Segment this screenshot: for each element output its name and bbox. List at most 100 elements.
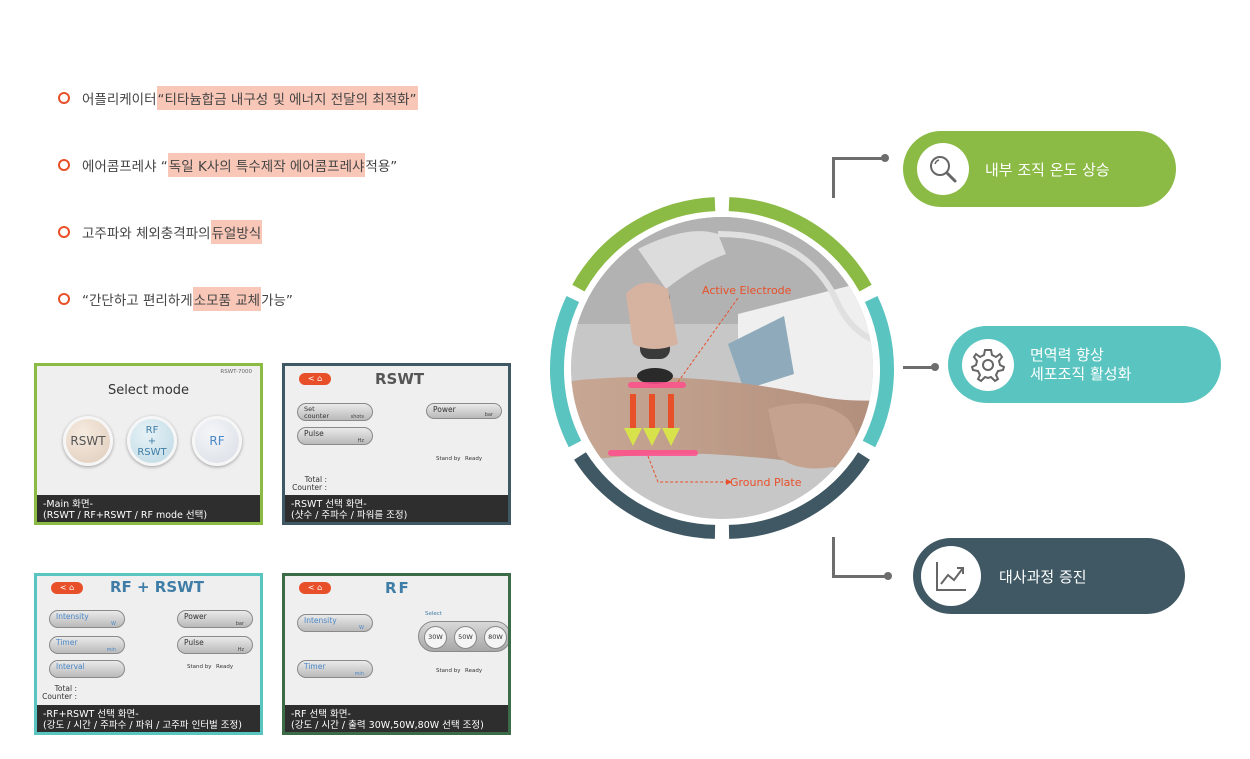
- rf-title: RF: [385, 579, 411, 597]
- feature-highlight: “티타늄합금 내구성 및 에너지 전달의 최적화”: [156, 86, 418, 110]
- feature-highlight: 독일 K사의 특수제작 에어콤프레샤: [167, 153, 366, 177]
- back-home-button[interactable]: < ⌂: [299, 582, 331, 594]
- ring-segment-green-left: [572, 197, 716, 292]
- intensity-unit: W: [359, 625, 364, 631]
- ready-label: Ready: [465, 668, 483, 674]
- total-counter: Total : Counter :: [291, 476, 327, 492]
- back-home-button[interactable]: < ⌂: [299, 373, 331, 385]
- benefit-text: 내부 조직 온도 상승: [985, 160, 1110, 179]
- caption-title: -Main 화면-: [43, 499, 94, 510]
- bullet-icon: [58, 293, 70, 305]
- interval-label: Interval: [56, 662, 85, 671]
- rf-mode-button[interactable]: RF: [192, 416, 242, 466]
- benefit-line-1: 면역력 향상: [1030, 345, 1104, 364]
- connector-dot: [931, 363, 939, 371]
- rswt-mode-button[interactable]: RSWT: [63, 416, 113, 466]
- ring-segment-navy-left: [574, 452, 716, 539]
- ring-segment-teal-right: [862, 296, 894, 448]
- power-control[interactable]: Power bar: [426, 403, 502, 419]
- pulse-label: Pulse: [304, 429, 324, 438]
- caption-desc: (강도 / 시간 / 출력 30W,50W,80W 선택 조정): [291, 720, 484, 731]
- ring-segment-teal-left: [550, 296, 582, 448]
- rf-mode-label: RF: [209, 433, 225, 448]
- select-label: Select: [425, 611, 442, 617]
- watt-selector: 30W 50W 80W: [418, 621, 508, 652]
- connector-middle: [903, 366, 933, 369]
- counter-label: Counter :: [42, 692, 77, 701]
- treatment-illustration: Active Electrode Ground Plate: [550, 197, 894, 539]
- rf-rswt-mode-button[interactable]: RF + RSWT: [127, 416, 177, 466]
- bullet-icon: [58, 92, 70, 104]
- rswt-caption: -RSWT 선택 화면- (샷수 / 주파수 / 파워를 조정): [285, 495, 508, 522]
- intensity-label: Intensity: [304, 616, 337, 625]
- total-label: Total :: [304, 475, 327, 484]
- benefit-text: 대사과정 증진: [999, 567, 1087, 586]
- rf-rswt-title: RF + RSWT: [110, 578, 204, 596]
- benefit-temperature: 내부 조직 온도 상승: [903, 131, 1176, 207]
- main-caption: -Main 화면- (RSWT / RF+RSWT / RF mode 선택): [37, 495, 260, 522]
- standby-label: Stand by: [436, 668, 461, 674]
- connector-dot: [884, 572, 892, 580]
- set-counter-label: Set counter: [304, 405, 330, 420]
- timer-unit: min: [354, 671, 364, 677]
- intensity-unit: W: [111, 621, 116, 627]
- select-mode-title: Select mode: [107, 383, 190, 398]
- ready-label: Ready: [465, 456, 483, 462]
- back-home-button[interactable]: < ⌂: [51, 582, 83, 594]
- rswt-title: RSWT: [375, 370, 425, 388]
- feature-item-4: “간단하고 편리하게 소모품 교체 가능”: [58, 287, 293, 311]
- benefit-immunity: 면역력 향상 세포조직 활성화: [948, 326, 1221, 403]
- feature-text: 에어콤프레샤 “: [82, 159, 168, 175]
- set-counter-unit: shots: [350, 413, 364, 420]
- rswt-mode-label: RSWT: [70, 433, 106, 448]
- feature-item-2: 에어콤프레샤 “독일 K사의 특수제작 에어콤프레샤 적용”: [58, 153, 397, 177]
- total-label: Total :: [54, 684, 77, 693]
- power-control[interactable]: Power bar: [177, 610, 253, 628]
- rf-rswt-mode-label: RF + RSWT: [137, 424, 167, 458]
- caption-title: -RF 선택 화면-: [291, 709, 351, 720]
- watt-80-button[interactable]: 80W: [484, 626, 507, 649]
- connector-bottom: [832, 537, 889, 578]
- benefit-line-2: 세포조직 활성화: [1030, 364, 1132, 383]
- ring-segment-green-right: [728, 197, 872, 292]
- watt-30-button[interactable]: 30W: [424, 626, 447, 649]
- chart-icon: [921, 546, 981, 606]
- gear-icon: [962, 338, 1014, 391]
- power-label: Power: [184, 612, 207, 621]
- ring-segment-navy-right: [728, 452, 870, 539]
- timer-label: Timer: [304, 662, 326, 671]
- power-label: Power: [433, 405, 456, 414]
- ground-plate-label: Ground Plate: [730, 476, 802, 489]
- caption-desc: (RSWT / RF+RSWT / RF mode 선택): [43, 510, 208, 521]
- feature-text: 고주파와 체외충격파의: [82, 226, 211, 242]
- feature-text-end: 가능”: [261, 293, 293, 309]
- counter-label: Counter :: [292, 483, 327, 492]
- intensity-label: Intensity: [56, 612, 89, 621]
- interval-control[interactable]: Interval: [49, 660, 125, 678]
- feature-highlight: 듀얼방식: [210, 220, 263, 244]
- timer-control[interactable]: Timer min: [297, 660, 373, 678]
- search-icon: [917, 143, 969, 195]
- connector-dot: [881, 154, 889, 162]
- connector-top: [832, 157, 887, 198]
- set-counter-control[interactable]: Set counter shots: [297, 403, 373, 421]
- standby-label: Stand by: [187, 664, 212, 670]
- watt-50-button[interactable]: 50W: [454, 626, 477, 649]
- feature-text: 어플리케이터: [82, 92, 157, 108]
- feature-text: “간단하고 편리하게: [82, 293, 193, 309]
- standby-label: Stand by: [436, 456, 461, 462]
- timer-label: Timer: [56, 638, 78, 647]
- model-label: RSWT-7000: [220, 369, 252, 375]
- feature-item-1: 어플리케이터 “티타늄합금 내구성 및 에너지 전달의 최적화”: [58, 86, 418, 110]
- power-unit: bar: [235, 621, 244, 627]
- power-unit: bar: [484, 412, 493, 418]
- benefit-text: 면역력 향상 세포조직 활성화: [1030, 346, 1131, 384]
- pulse-label: Pulse: [184, 638, 204, 647]
